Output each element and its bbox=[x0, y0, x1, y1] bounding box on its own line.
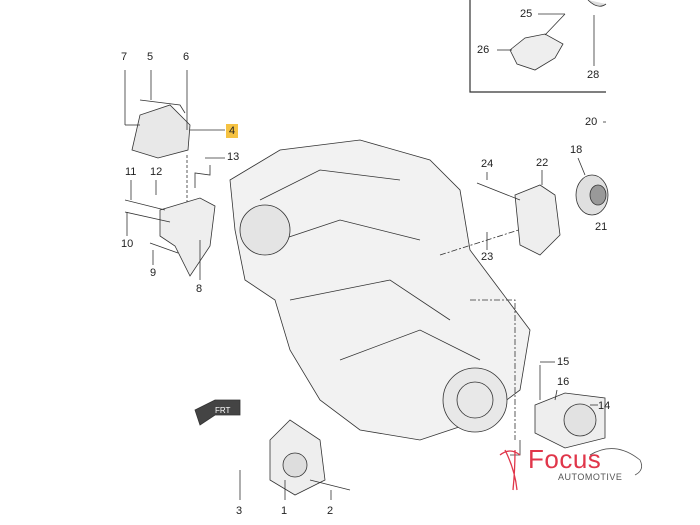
callout-8: 8 bbox=[196, 283, 203, 295]
front-arrow-icon bbox=[194, 399, 241, 426]
logo-subtitle: AUTOMOTIVE bbox=[558, 472, 623, 482]
callout-28: 28 bbox=[587, 69, 600, 81]
callout-10: 10 bbox=[121, 238, 134, 250]
inset-frame bbox=[469, 0, 606, 93]
part-22-bracket bbox=[514, 184, 561, 256]
callout-9: 9 bbox=[150, 267, 157, 279]
callout-26: 26 bbox=[477, 44, 490, 56]
callout-14: 14 bbox=[598, 400, 611, 412]
callout-2: 2 bbox=[327, 505, 334, 517]
logo-swoosh-icon bbox=[499, 449, 521, 491]
focus-automotive-logo: Focus AUTOMOTIVE bbox=[528, 446, 622, 482]
callout-4-highlighted: 4 bbox=[226, 124, 239, 138]
callout-7: 7 bbox=[121, 51, 128, 63]
turbo bbox=[239, 204, 291, 256]
callout-21: 21 bbox=[595, 221, 608, 233]
callout-13: 13 bbox=[227, 151, 240, 163]
callout-12: 12 bbox=[150, 166, 163, 178]
logo-name: Focus bbox=[528, 444, 602, 474]
callout-20: 20 bbox=[585, 116, 598, 128]
callout-16: 16 bbox=[557, 376, 570, 388]
callout-6: 6 bbox=[183, 51, 190, 63]
callout-18: 18 bbox=[570, 144, 583, 156]
front-arrow-label: FRT bbox=[215, 406, 231, 415]
part-4-upper-mount bbox=[131, 104, 191, 159]
callout-23: 23 bbox=[481, 251, 494, 263]
callout-24: 24 bbox=[481, 158, 494, 170]
part-8-bracket bbox=[159, 197, 216, 277]
callout-15: 15 bbox=[557, 356, 570, 368]
callout-5: 5 bbox=[147, 51, 154, 63]
callout-3: 3 bbox=[236, 505, 243, 517]
callout-11: 11 bbox=[125, 166, 137, 178]
callout-25: 25 bbox=[520, 8, 533, 20]
callout-1: 1 bbox=[281, 505, 288, 517]
part-26-bracket bbox=[509, 33, 564, 71]
callout-22: 22 bbox=[536, 157, 549, 169]
